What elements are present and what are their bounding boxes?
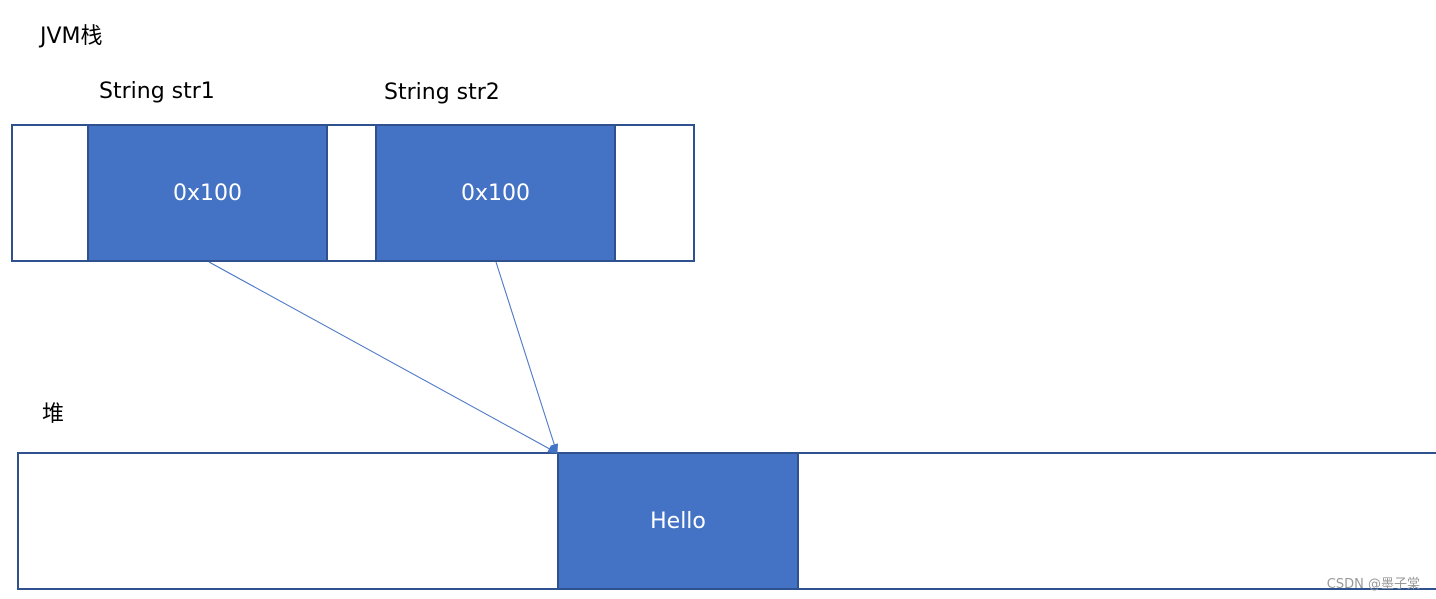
str1-label: String str1 xyxy=(99,79,215,104)
str2-cell: 0x100 xyxy=(375,124,616,262)
watermark: CSDN @墨子棠 xyxy=(1326,577,1420,592)
str1-cell: 0x100 xyxy=(87,124,328,262)
stack-title: JVM栈 xyxy=(40,24,103,49)
str1-arrow xyxy=(208,261,558,454)
heap-title: 堆 xyxy=(42,402,65,427)
str2-label: String str2 xyxy=(384,80,500,105)
hello-object: Hello xyxy=(557,452,799,590)
str2-arrow xyxy=(495,261,559,454)
